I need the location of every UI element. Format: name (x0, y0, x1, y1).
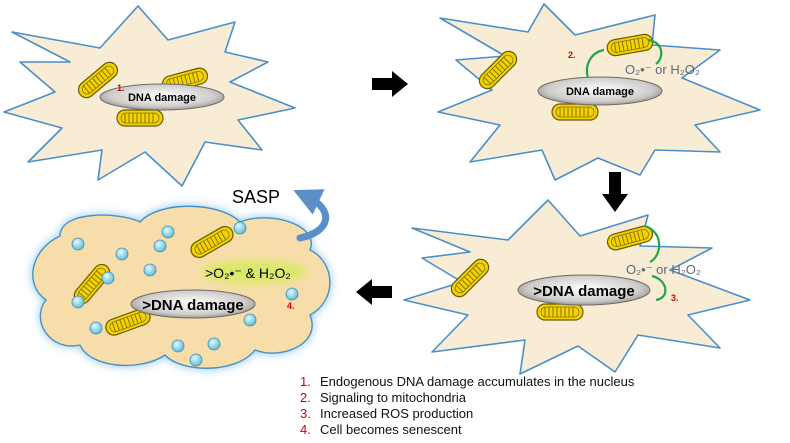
arrow-left-icon (356, 279, 392, 305)
step-number: 4. (287, 301, 295, 311)
nucleus-label: >DNA damage (142, 297, 244, 314)
vesicle (101, 271, 115, 285)
signal-arc (647, 38, 663, 65)
vesicle (143, 263, 157, 277)
legend-number: 3. (300, 406, 311, 421)
vesicle (189, 353, 203, 367)
mitochondrion (551, 103, 599, 121)
signal-arc (651, 274, 667, 302)
legend-item: 1. Endogenous DNA damage accumulates in … (300, 374, 770, 390)
legend-number: 4. (300, 422, 311, 437)
vesicle (71, 295, 85, 309)
mitochondrion (536, 303, 584, 321)
cell-panel-1: DNA damage 1. (3, 5, 296, 187)
ros-label: O₂•⁻ or H₂O₂ (626, 262, 701, 277)
cell-panel-2: DNA damage 2. O₂•⁻ or H₂O₂ (437, 3, 761, 181)
nucleus-label: DNA damage (128, 92, 196, 104)
nucleus (517, 274, 651, 306)
vesicle (207, 337, 221, 351)
sasp-label: SASP (232, 187, 280, 207)
cell-panel-4: >O₂•⁻ & H₂O₂ >DNA damage 4. (32, 205, 331, 369)
cell-panel-3: >DNA damage 3. O₂•⁻ or H₂O₂ (403, 199, 751, 375)
vesicle (71, 237, 85, 251)
nucleus-label: DNA damage (566, 86, 634, 98)
legend-text: Increased ROS production (320, 406, 474, 421)
legend-item: 3. Increased ROS production (300, 406, 770, 422)
vesicle (161, 225, 175, 239)
legend: 1. Endogenous DNA damage accumulates in … (300, 374, 770, 438)
vesicle (243, 313, 257, 327)
ros-glow (202, 260, 306, 284)
step-number: 3. (671, 293, 679, 303)
mitochondrion (116, 109, 164, 127)
ros-label: >O₂•⁻ & H₂O₂ (205, 265, 291, 281)
step-number: 2. (568, 50, 576, 60)
legend-text: Signaling to mitochondria (320, 390, 466, 405)
vesicle (171, 339, 185, 353)
legend-item: 2. Signaling to mitochondria (300, 390, 770, 406)
nucleus (130, 289, 256, 319)
vesicle (233, 221, 247, 235)
arrow-right-icon (372, 71, 408, 97)
vesicle (115, 247, 129, 261)
nucleus-label: >DNA damage (533, 283, 635, 300)
nucleus (99, 83, 225, 111)
legend-text: Endogenous DNA damage accumulates in the… (320, 374, 635, 389)
legend-number: 1. (300, 374, 311, 389)
secretion-arrow-icon (293, 189, 329, 242)
vesicle (285, 287, 299, 301)
signal-arc (585, 48, 605, 79)
vesicle (89, 321, 103, 335)
vesicle (153, 239, 167, 253)
ros-label: O₂•⁻ or H₂O₂ (625, 62, 700, 77)
arrow-down-icon (602, 172, 628, 212)
legend-item: 4. Cell becomes senescent (300, 422, 770, 438)
legend-text: Cell becomes senescent (320, 422, 462, 437)
nucleus (537, 76, 663, 106)
signal-arc (644, 224, 661, 263)
step-number: 1. (117, 83, 125, 93)
legend-number: 2. (300, 390, 311, 405)
vesicles (71, 221, 299, 367)
